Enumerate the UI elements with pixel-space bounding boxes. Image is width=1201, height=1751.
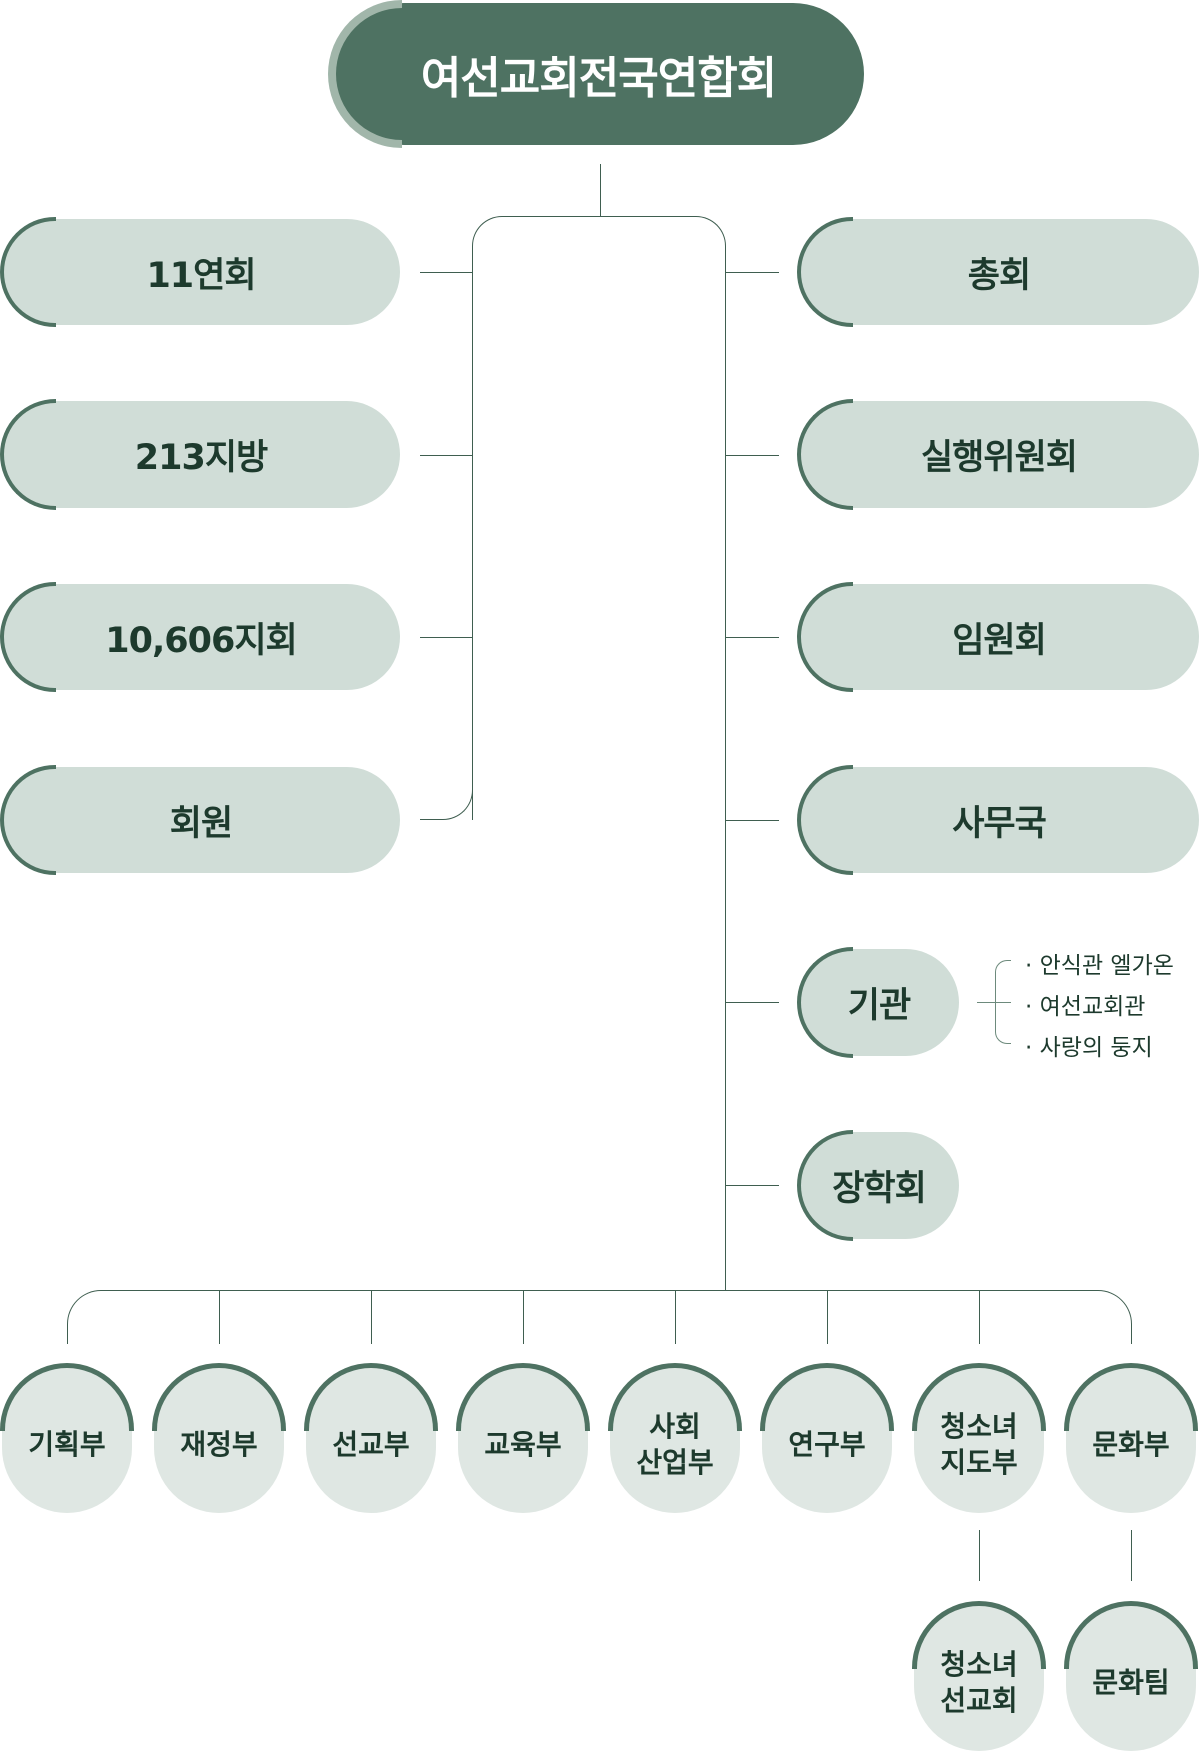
dept-planning: 기획부: [0, 1363, 134, 1513]
node-institutions: 기관: [797, 947, 959, 1058]
node-label: 문화부: [1092, 1427, 1170, 1461]
connector: [420, 637, 472, 638]
dept-culture: 문화부: [1064, 1363, 1198, 1513]
node-label: 11연회: [146, 255, 256, 296]
dept-research: 연구부: [760, 1363, 894, 1513]
institution-item: · 안식관 엘가온: [1025, 953, 1174, 979]
node-executive-committee: 실행위원회: [797, 399, 1199, 510]
node-label: 사회 산업부: [636, 1409, 714, 1479]
node-label: 청소녀 지도부: [940, 1409, 1018, 1479]
connector: [726, 272, 779, 273]
connector: [977, 1002, 1011, 1003]
dept-youth-guidance: 청소녀 지도부: [912, 1363, 1046, 1513]
node-label: 총회: [967, 255, 1031, 296]
connector: [979, 1530, 980, 1581]
dept-mission: 선교부: [304, 1363, 438, 1513]
node-jihoe: 10,606지회: [0, 582, 400, 692]
node-label: 문화팀: [1092, 1665, 1170, 1699]
node-label: 연구부: [788, 1427, 866, 1461]
main-trunk: [725, 810, 726, 1291]
connector: [523, 1290, 524, 1344]
dept-education: 교육부: [456, 1363, 590, 1513]
node-label: 213지방: [134, 438, 268, 478]
connector: [726, 820, 779, 821]
institutions-brace: [995, 960, 1011, 1044]
connector: [726, 637, 779, 638]
subdept-youth-mission: 청소녀 선교회: [912, 1601, 1046, 1751]
root-label: 여선교회전국연합회: [420, 53, 777, 104]
node-label: 10,606지회: [105, 620, 297, 661]
institution-item: · 여선교회관: [1025, 994, 1146, 1020]
connector: [726, 455, 779, 456]
node-label: 장학회: [832, 1169, 927, 1209]
institution-item: · 사랑의 둥지: [1025, 1035, 1153, 1061]
node-label: 기관: [847, 986, 911, 1026]
connector: [726, 1185, 779, 1186]
node-members: 회원: [0, 765, 400, 875]
node-label: 기획부: [28, 1427, 106, 1461]
node-label: 사무국: [952, 803, 1047, 844]
connector: [726, 1002, 779, 1003]
node-label: 실행위원회: [920, 438, 1078, 478]
connector: [600, 164, 601, 216]
dept-finance: 재정부: [152, 1363, 286, 1513]
node-label: 청소녀 선교회: [940, 1647, 1018, 1717]
node-general-assembly: 총회: [797, 217, 1199, 327]
bracket-frame: [472, 216, 726, 820]
connector: [420, 272, 472, 273]
connector: [420, 455, 472, 456]
node-secretariat: 사무국: [797, 765, 1199, 875]
node-officers: 임원회: [797, 582, 1199, 692]
left-bracket-bottom: [420, 790, 473, 820]
connector: [371, 1290, 372, 1344]
node-label: 임원회: [952, 620, 1047, 661]
subdept-culture-team: 문화팀: [1064, 1601, 1198, 1751]
connector: [827, 1290, 828, 1344]
connector: [1131, 1530, 1132, 1581]
connector: [675, 1290, 676, 1344]
node-label: 교육부: [484, 1427, 562, 1461]
node-label: 선교부: [332, 1427, 410, 1461]
connector: [219, 1290, 220, 1344]
node-scholarship: 장학회: [797, 1130, 959, 1241]
node-label: 회원: [169, 803, 233, 844]
department-bus: [67, 1290, 1132, 1344]
node-jibang: 213지방: [0, 399, 400, 510]
node-yeonhoe: 11연회: [0, 217, 400, 327]
connector: [979, 1290, 980, 1344]
node-label: 재정부: [180, 1427, 258, 1461]
dept-social-industry: 사회 산업부: [608, 1363, 742, 1513]
root-node: 여선교회전국연합회: [328, 0, 864, 148]
